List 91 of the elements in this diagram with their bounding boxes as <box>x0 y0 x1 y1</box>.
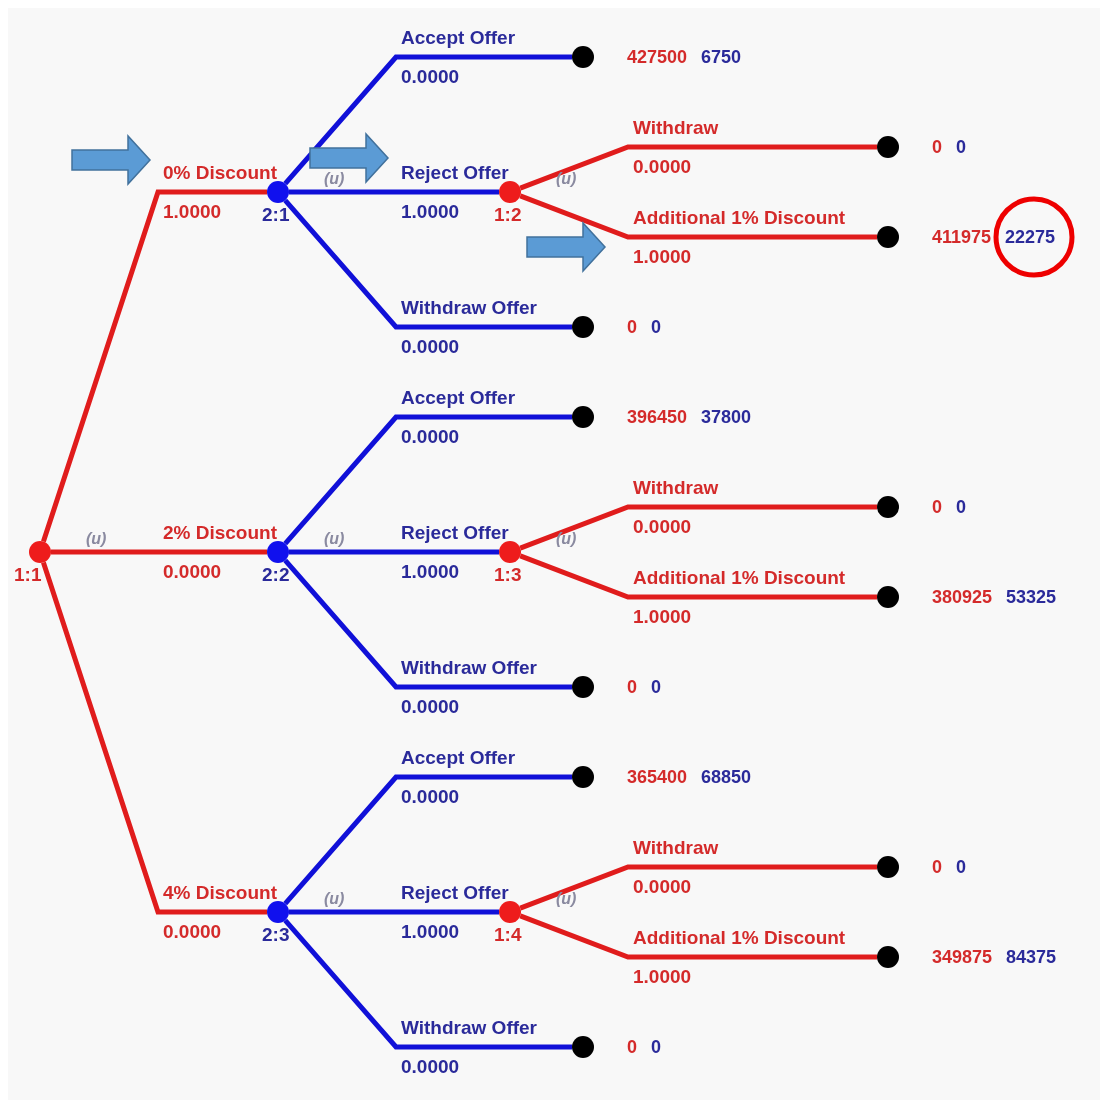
probability-label: 1.0000 <box>401 201 460 223</box>
tree-branch <box>519 144 877 191</box>
info-set-label: (u) <box>324 169 345 189</box>
tree-branch <box>519 193 877 240</box>
payoff-value: 0 <box>932 856 942 878</box>
action-label: Additional 1% Discount <box>633 207 846 229</box>
payoff-value: 6750 <box>701 46 742 68</box>
info-set-label: (u) <box>324 529 345 549</box>
tree-branch <box>283 198 572 330</box>
probability-label: 1.0000 <box>401 561 460 583</box>
probability-label: 0.0000 <box>401 66 460 88</box>
payoff-value: 0 <box>651 676 661 698</box>
tree-branch <box>289 909 499 915</box>
probability-label: 0.0000 <box>401 426 460 448</box>
payoff-value: 68850 <box>701 766 752 788</box>
payoff-value: 22275 <box>1005 226 1056 248</box>
tree-branch <box>289 189 499 195</box>
action-label: 4% Discount <box>163 882 278 904</box>
tree-branch <box>519 553 877 600</box>
action-label: Reject Offer <box>401 882 509 904</box>
info-set-label: (u) <box>556 169 577 189</box>
tree-branch <box>519 504 877 551</box>
tree-branch <box>51 549 267 555</box>
node-label: 2:1 <box>262 204 290 226</box>
action-label: 2% Discount <box>163 522 278 544</box>
probability-label: 0.0000 <box>401 696 460 718</box>
payoff-value: 427500 <box>627 46 688 68</box>
tree-branch <box>41 189 267 543</box>
payoff-value: 349875 <box>932 946 993 968</box>
payoff-value: 0 <box>932 136 942 158</box>
tree-branch <box>519 913 877 960</box>
action-label: Reject Offer <box>401 162 509 184</box>
action-label: Withdraw Offer <box>401 297 537 319</box>
probability-label: 0.0000 <box>633 156 692 178</box>
action-label: 0% Discount <box>163 162 278 184</box>
payoff-value: 37800 <box>701 406 752 428</box>
node-label: 1:2 <box>494 204 522 226</box>
info-set-label: (u) <box>556 889 577 909</box>
tree-branch <box>283 414 572 546</box>
probability-label: 1.0000 <box>163 201 222 223</box>
tree-branch <box>283 918 572 1050</box>
payoff-value: 365400 <box>627 766 688 788</box>
probability-label: 0.0000 <box>163 921 222 943</box>
probability-label: 0.0000 <box>401 786 460 808</box>
tree-branch <box>283 774 572 906</box>
tree-branch <box>289 549 499 555</box>
probability-label: 1.0000 <box>633 246 692 268</box>
probability-label: 0.0000 <box>401 336 460 358</box>
tree-branch <box>283 558 572 690</box>
info-set-label: (u) <box>556 529 577 549</box>
payoff-value: 0 <box>651 1036 661 1058</box>
probability-label: 1.0000 <box>633 606 692 628</box>
payoff-value: 0 <box>651 316 661 338</box>
payoff-value: 53325 <box>1006 586 1057 608</box>
probability-label: 0.0000 <box>633 516 692 538</box>
action-label: Withdraw <box>633 837 719 859</box>
probability-label: 1.0000 <box>633 966 692 988</box>
probability-label: 0.0000 <box>633 876 692 898</box>
action-label: Accept Offer <box>401 387 516 409</box>
payoff-value: 84375 <box>1006 946 1057 968</box>
payoff-value: 0 <box>627 316 637 338</box>
payoff-value: 380925 <box>932 586 993 608</box>
payoff-value: 0 <box>932 496 942 518</box>
action-label: Withdraw <box>633 117 719 139</box>
info-set-label: (u) <box>86 529 107 549</box>
probability-label: 0.0000 <box>401 1056 460 1078</box>
action-label: Accept Offer <box>401 27 516 49</box>
payoff-value: 0 <box>627 1036 637 1058</box>
tree-branch <box>41 561 267 915</box>
action-label: Additional 1% Discount <box>633 927 846 949</box>
action-label: Additional 1% Discount <box>633 567 846 589</box>
action-label: Withdraw Offer <box>401 1017 537 1039</box>
action-label: Withdraw Offer <box>401 657 537 679</box>
node-label: 2:2 <box>262 564 290 586</box>
node-label: 1:3 <box>494 564 522 586</box>
payoff-value: 396450 <box>627 406 688 428</box>
payoff-value: 0 <box>627 676 637 698</box>
payoff-value: 411975 <box>932 226 992 248</box>
action-label: Accept Offer <box>401 747 516 769</box>
payoff-value: 0 <box>956 496 966 518</box>
tree-branch <box>283 54 572 186</box>
node-label: 2:3 <box>262 924 290 946</box>
info-set-label: (u) <box>324 889 345 909</box>
probability-label: 0.0000 <box>163 561 222 583</box>
action-label: Reject Offer <box>401 522 509 544</box>
payoff-value: 0 <box>956 856 966 878</box>
payoff-value: 0 <box>956 136 966 158</box>
node-label: 1:4 <box>494 924 522 946</box>
probability-label: 1.0000 <box>401 921 460 943</box>
tree-branch <box>519 864 877 911</box>
action-label: Withdraw <box>633 477 719 499</box>
